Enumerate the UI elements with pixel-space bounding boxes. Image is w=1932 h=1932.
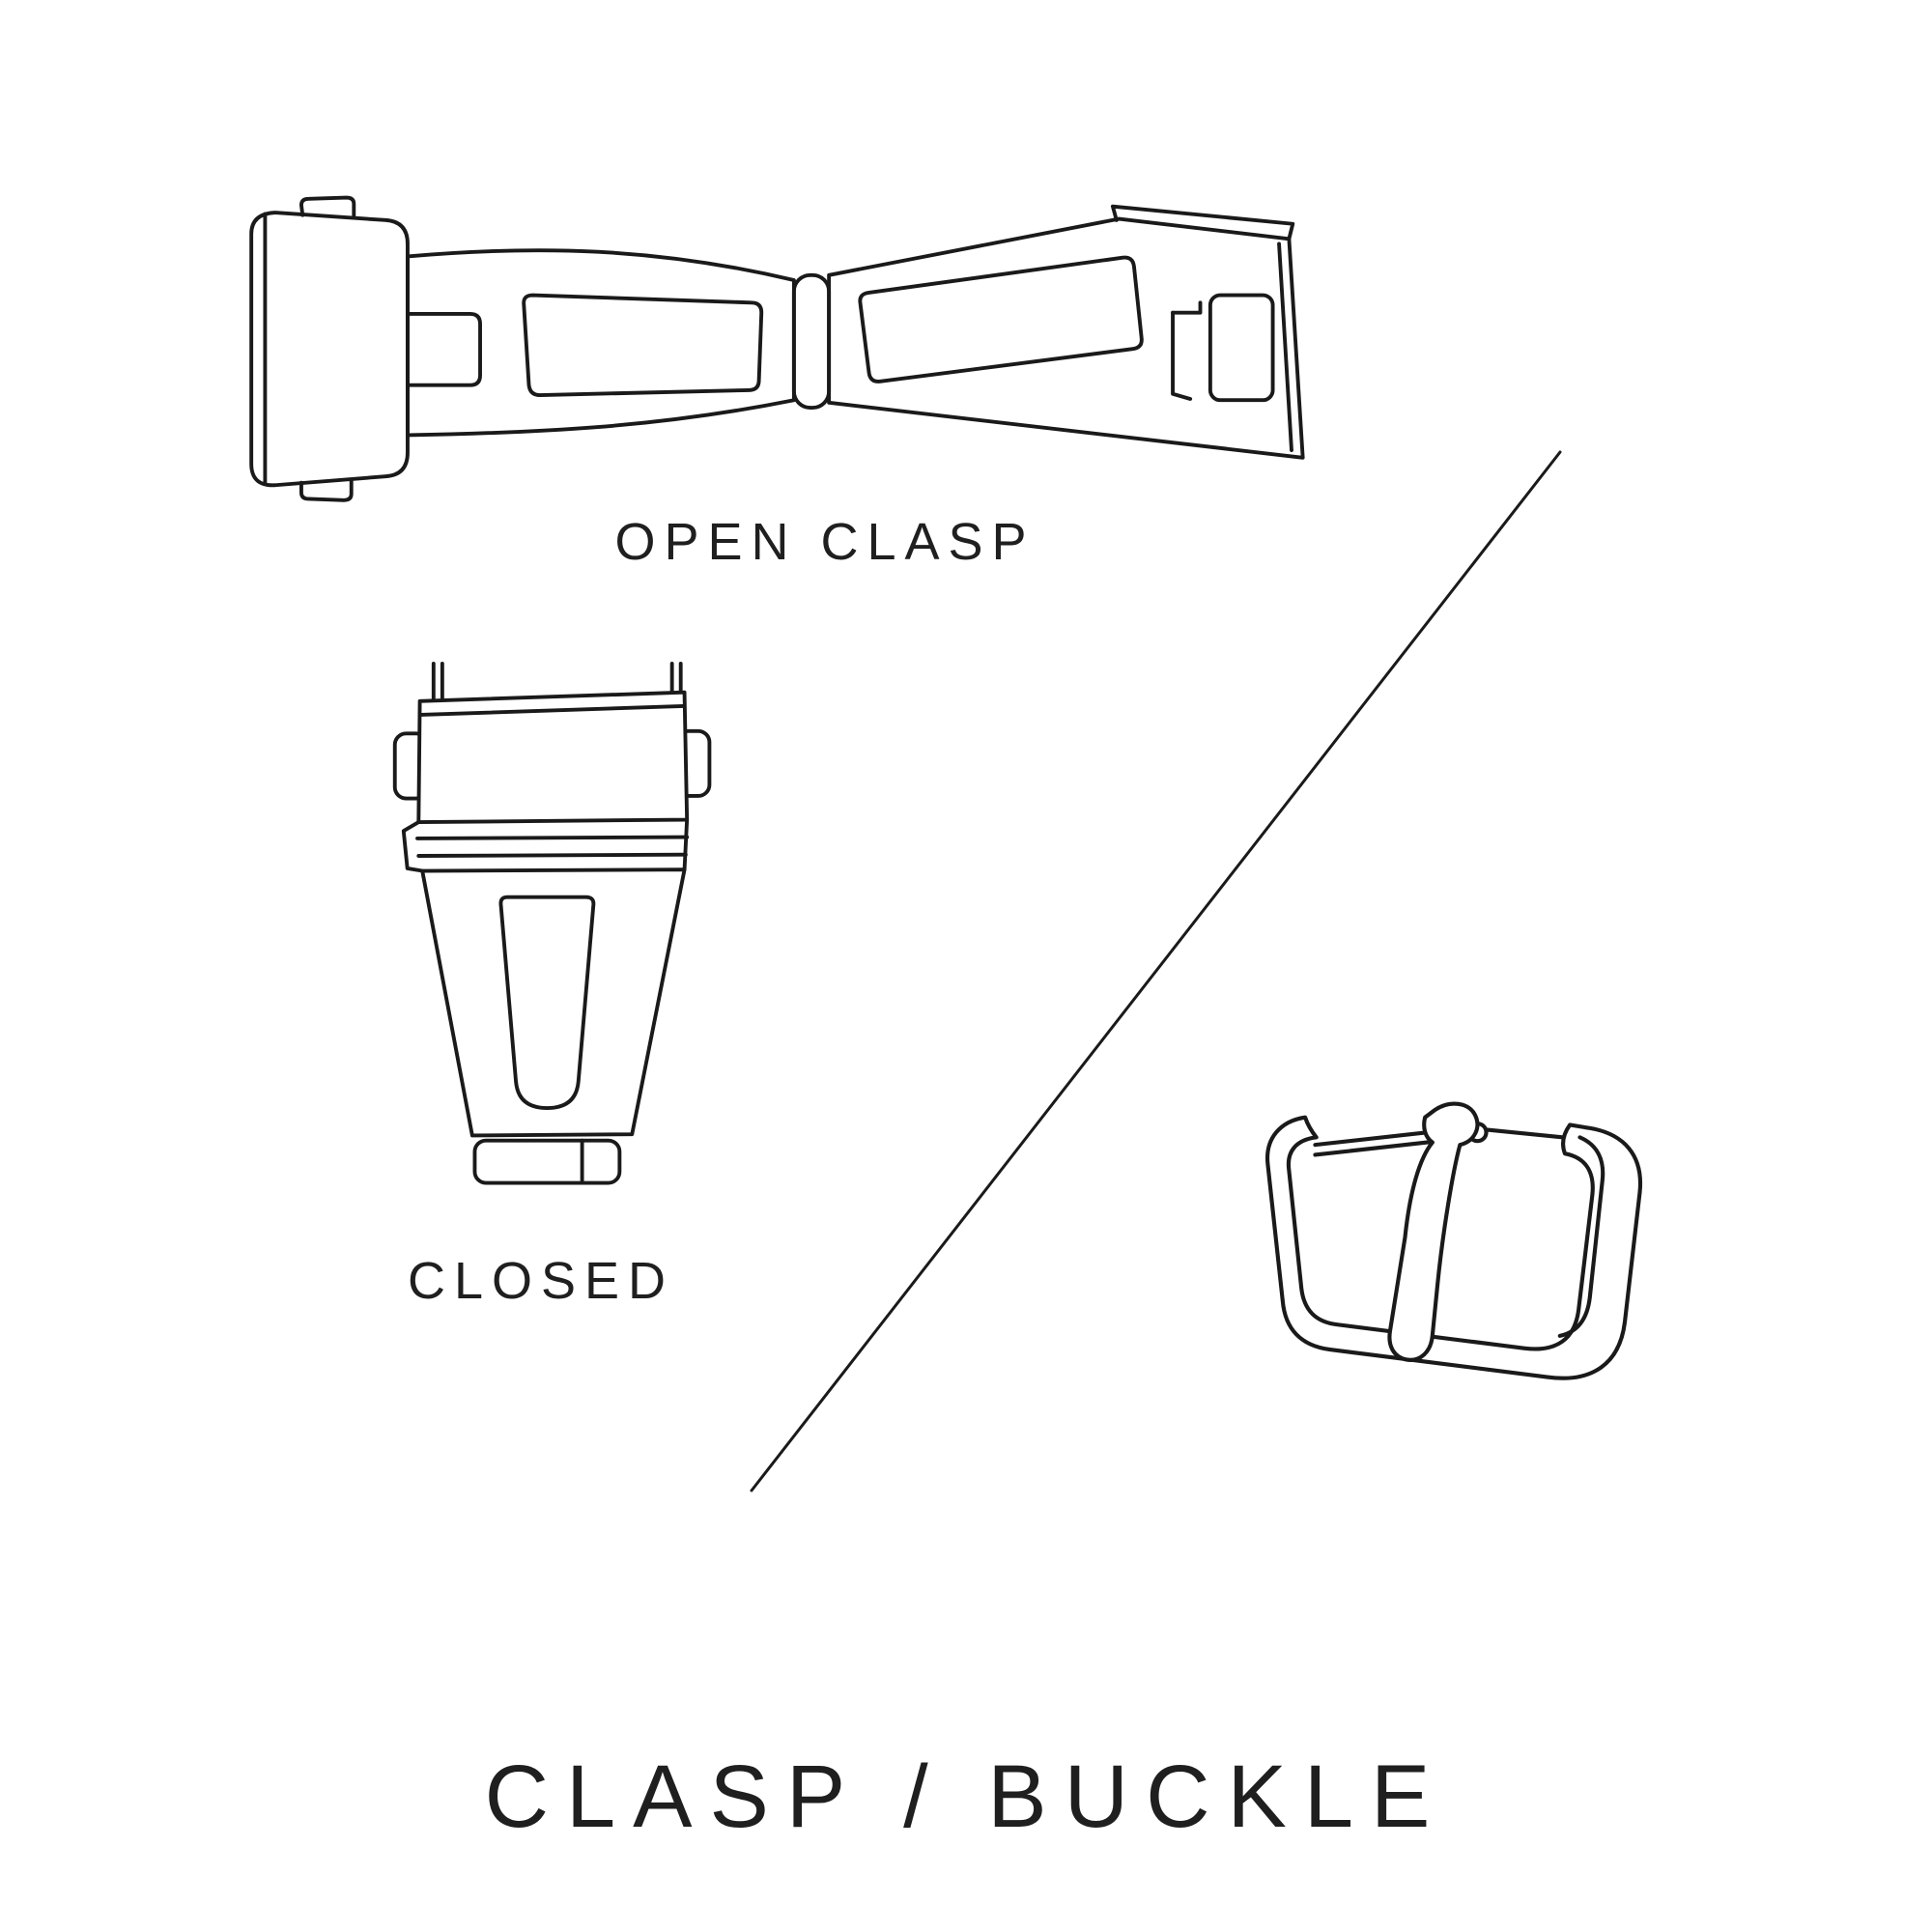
buckle-prong bbox=[1387, 1101, 1480, 1362]
closed-clasp-illustration bbox=[387, 656, 712, 1218]
divider-line-drawing bbox=[750, 450, 1562, 1492]
divider-line bbox=[744, 444, 1570, 1499]
open-clasp-left-endlink bbox=[249, 195, 410, 502]
open-clasp-left-arm bbox=[406, 248, 796, 438]
closed-clasp-body bbox=[420, 867, 687, 1138]
closed-clasp-label: CLOSED bbox=[407, 1252, 675, 1310]
open-clasp-right-arm bbox=[827, 204, 1305, 460]
open-clasp-illustration bbox=[225, 187, 1313, 502]
closed-clasp-band bbox=[401, 817, 690, 873]
buckle-frame bbox=[1265, 1115, 1643, 1380]
open-clasp-drawing bbox=[249, 195, 1305, 502]
closed-clasp-cover bbox=[416, 690, 690, 825]
closed-clasp-drawing bbox=[392, 662, 712, 1185]
closed-clasp-foot bbox=[472, 1138, 622, 1185]
tang-buckle-drawing bbox=[1265, 1101, 1643, 1380]
open-clasp-label: OPEN CLASP bbox=[614, 513, 1036, 571]
diagram-title: CLASP / BUCKLE bbox=[484, 1747, 1448, 1846]
open-clasp-hinge bbox=[791, 272, 832, 410]
tang-buckle-illustration bbox=[1250, 1097, 1662, 1435]
